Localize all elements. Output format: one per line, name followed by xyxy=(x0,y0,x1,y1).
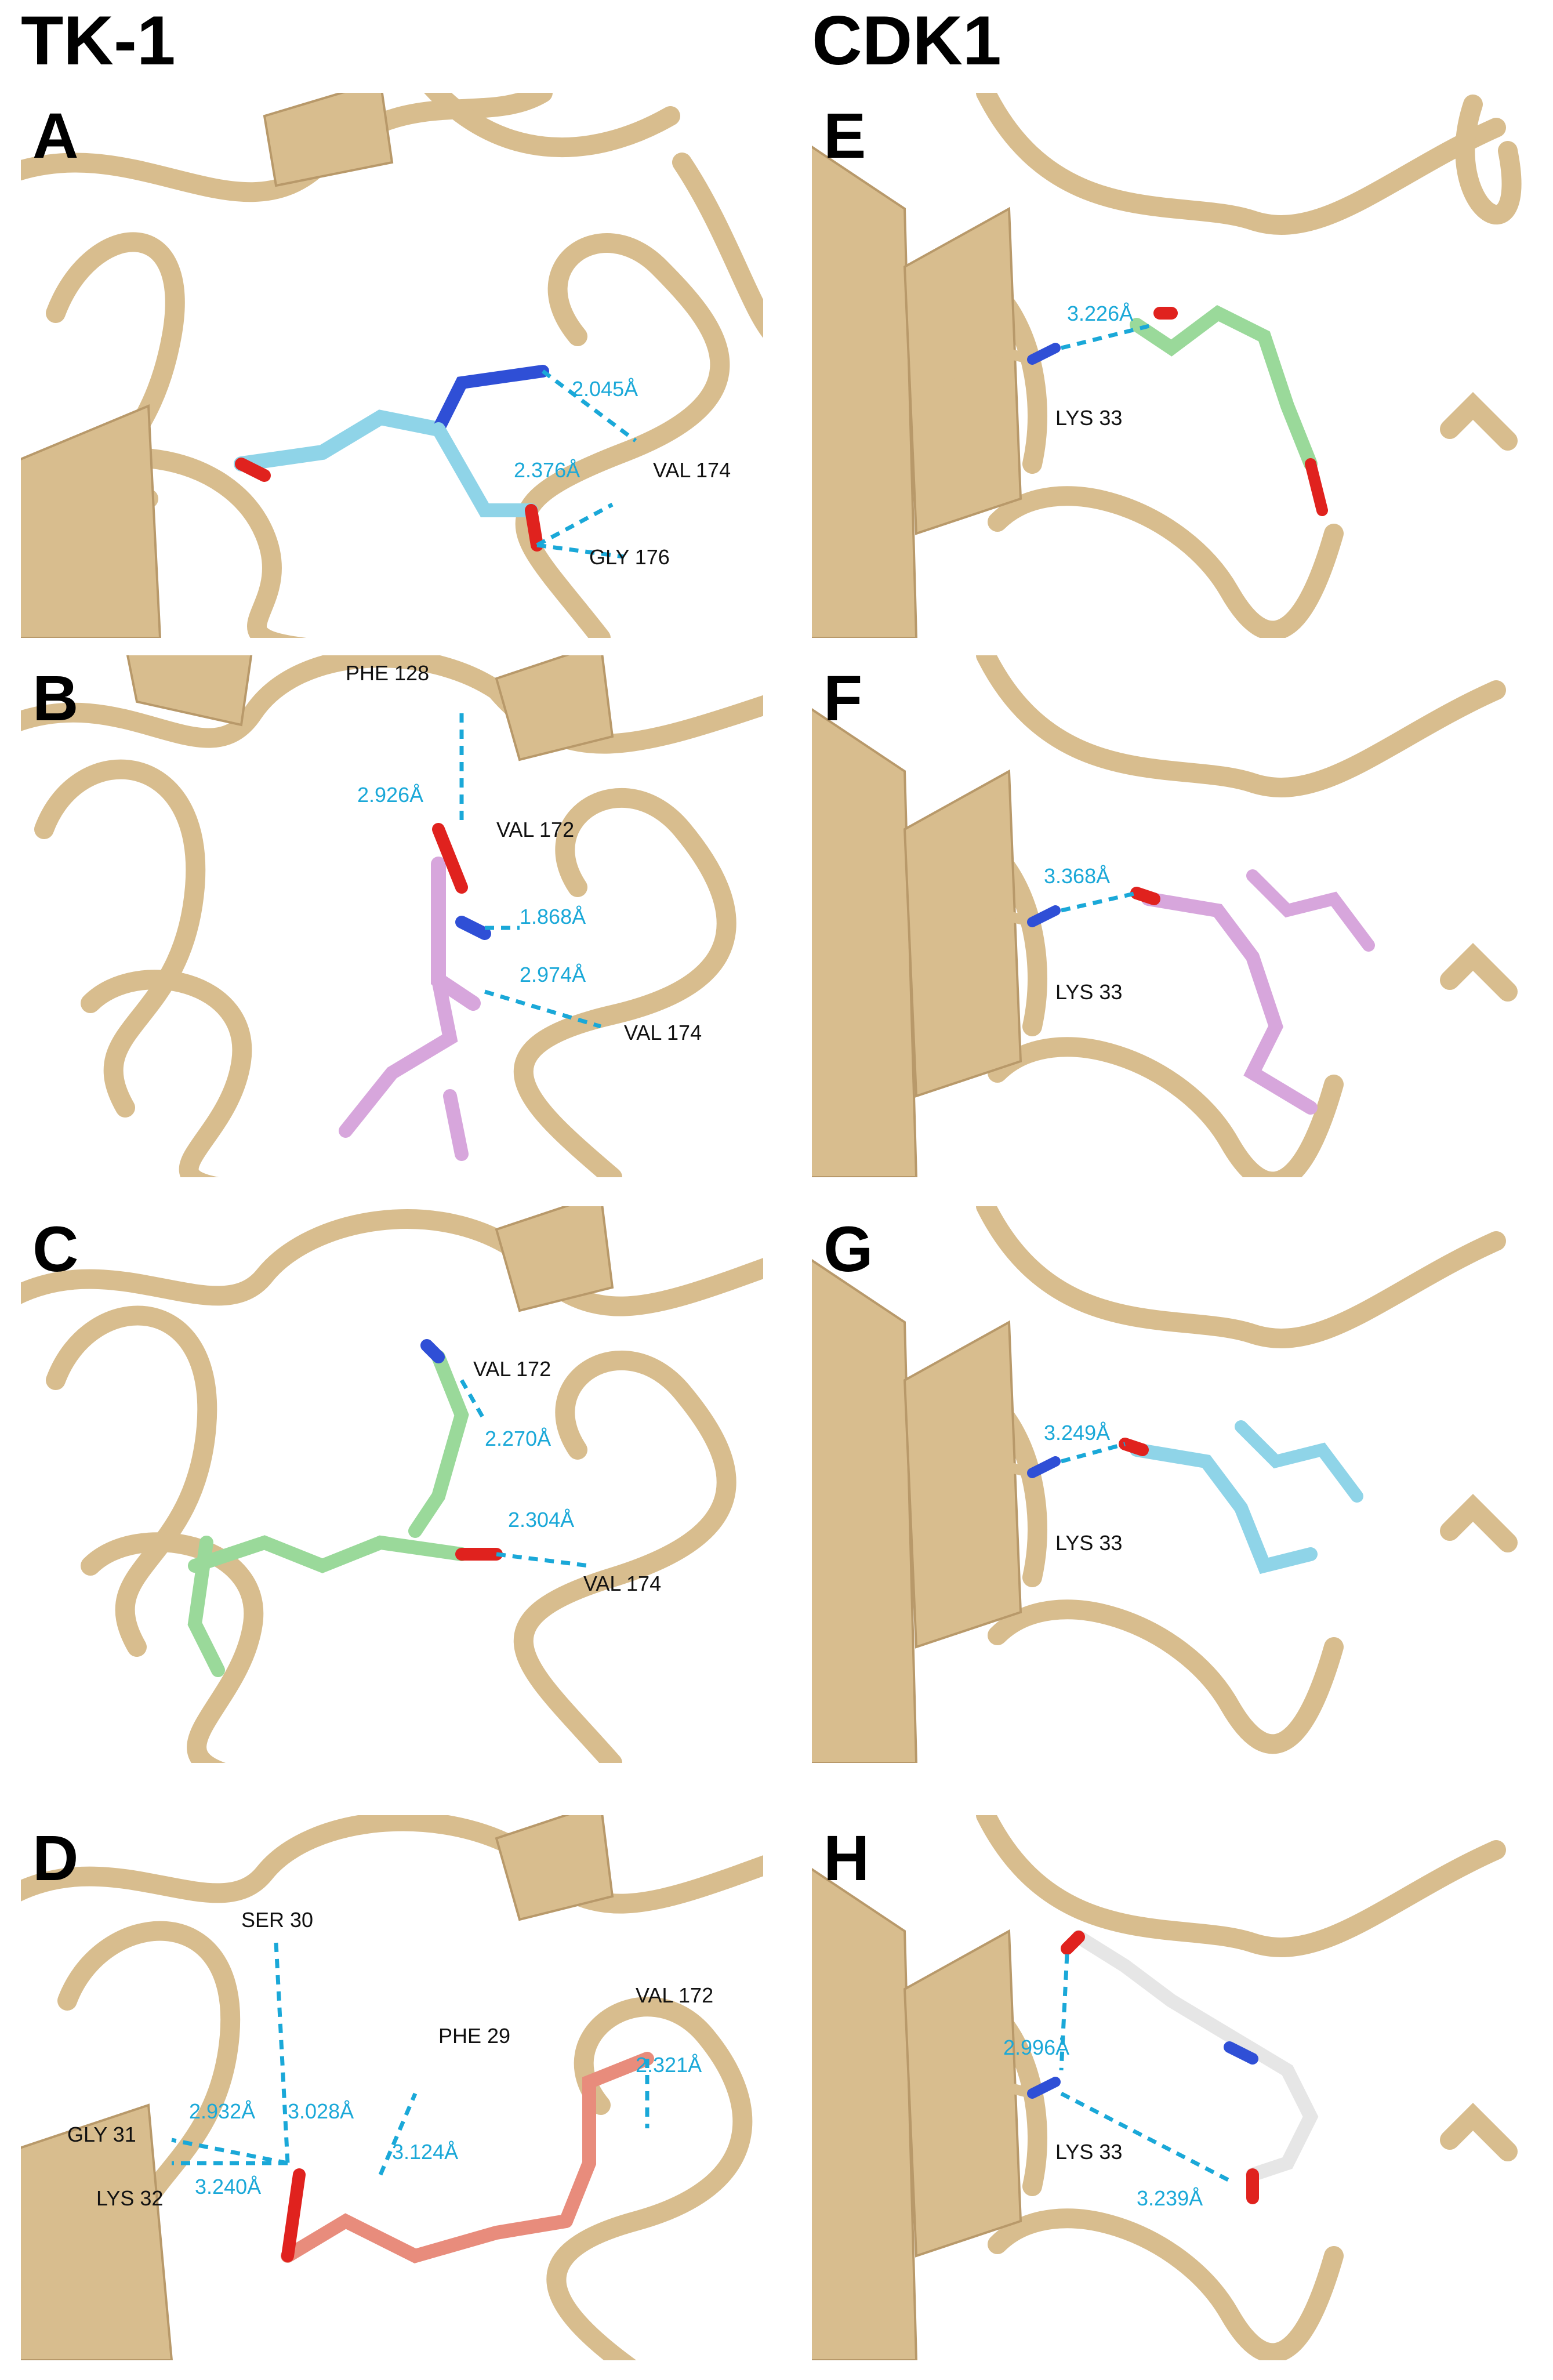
protein-ribbon-render xyxy=(21,1815,763,2360)
panel-letter-c: C xyxy=(32,1214,79,1285)
distance-label: 3.028Å xyxy=(288,2099,354,2123)
distance-label: 2.974Å xyxy=(520,963,586,986)
residue-label: PHE 128 xyxy=(346,661,430,685)
distance-label: 2.304Å xyxy=(508,1508,575,1532)
residue-label: VAL 172 xyxy=(473,1357,551,1381)
residue-label: VAL 174 xyxy=(624,1021,702,1044)
distance-label: 2.932Å xyxy=(189,2099,256,2123)
residue-label: VAL 172 xyxy=(636,1983,714,2007)
protein-ribbon-render xyxy=(812,93,1522,638)
distance-label: 2.270Å xyxy=(485,1427,551,1450)
column-title-cdk1: CDK1 xyxy=(812,2,1002,79)
protein-ribbon-render xyxy=(812,1815,1518,2360)
panel-g: G LYS 33 3.249Å xyxy=(812,1206,1531,1763)
panel-letter-f: F xyxy=(823,663,863,734)
protein-ribbon-render xyxy=(812,1206,1518,1763)
panel-a: A VAL 174 GLY 176 2.045Å 2.376Å xyxy=(21,93,763,638)
panel-b: B PHE 128 VAL 172 VAL 174 2.926Å 1.868Å … xyxy=(21,655,763,1177)
distance-label: 3.240Å xyxy=(195,2175,262,2198)
panel-c: C VAL 172 VAL 174 2.270Å 2.304Å xyxy=(21,1206,763,1763)
residue-label: VAL 172 xyxy=(496,818,575,841)
distance-label: 3.226Å xyxy=(1067,302,1134,325)
distance-label: 2.376Å xyxy=(514,458,580,482)
distance-label: 3.124Å xyxy=(392,2140,459,2164)
panel-letter-g: G xyxy=(823,1214,873,1285)
panel-letter-b: B xyxy=(32,663,79,734)
distance-label: 3.368Å xyxy=(1044,864,1111,888)
protein-ribbon-render xyxy=(21,655,763,1177)
panel-e: E LYS 33 3.226Å xyxy=(812,93,1531,638)
residue-label: LYS 33 xyxy=(1055,1531,1123,1555)
residue-label: LYS 32 xyxy=(96,2186,164,2210)
distance-label: 1.868Å xyxy=(520,905,586,928)
distance-label: 2.996Å xyxy=(1003,2036,1070,2059)
panel-letter-h: H xyxy=(823,1823,870,1894)
panel-letter-e: E xyxy=(823,100,866,172)
residue-label: VAL 174 xyxy=(583,1572,662,1595)
panel-d: D SER 30 PHE 29 VAL 172 GLY 31 LYS 32 2.… xyxy=(21,1815,763,2360)
protein-ribbon-render xyxy=(21,1206,763,1763)
residue-label: PHE 29 xyxy=(438,2024,511,2048)
residue-label: GLY 176 xyxy=(589,545,670,569)
residue-label: SER 30 xyxy=(241,1908,314,1932)
residue-label: LYS 33 xyxy=(1055,2140,1123,2164)
distance-label: 2.045Å xyxy=(572,377,638,401)
protein-ribbon-render xyxy=(21,93,763,638)
distance-label: 3.249Å xyxy=(1044,1421,1111,1445)
residue-label: GLY 31 xyxy=(67,2123,136,2146)
panel-letter-d: D xyxy=(32,1823,79,1894)
panel-f: F LYS 33 3.368Å xyxy=(812,655,1531,1177)
residue-label: LYS 33 xyxy=(1055,406,1123,430)
panel-h: H LYS 33 2.996Å 3.239Å xyxy=(812,1815,1531,2360)
distance-label: 3.239Å xyxy=(1137,2186,1203,2210)
column-title-tk1: TK-1 xyxy=(21,2,176,79)
residue-label: LYS 33 xyxy=(1055,980,1123,1004)
residue-label: VAL 174 xyxy=(653,458,731,482)
distance-label: 2.926Å xyxy=(357,783,424,807)
protein-ribbon-render xyxy=(812,655,1518,1177)
distance-label: 2.321Å xyxy=(636,2053,702,2077)
panel-letter-a: A xyxy=(32,100,79,172)
